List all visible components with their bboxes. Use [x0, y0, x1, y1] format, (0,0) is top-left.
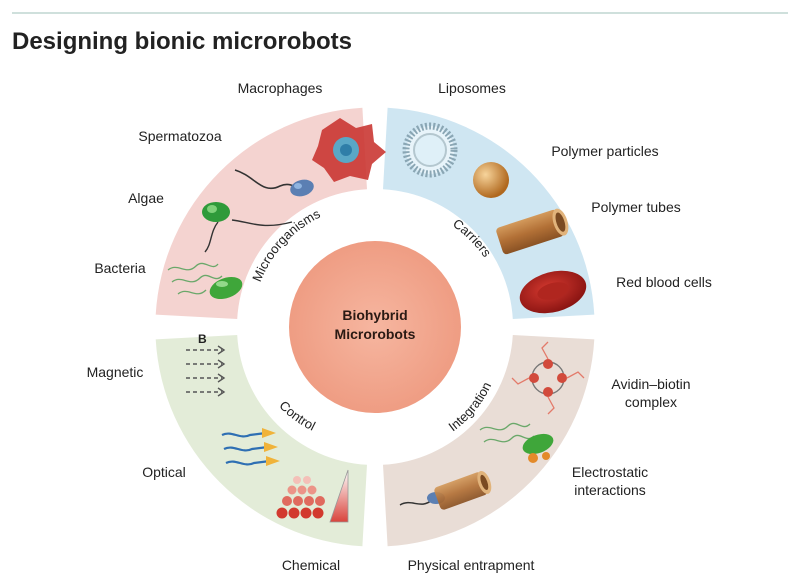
spermatozoon-icon: [234, 169, 314, 197]
magnetic-field-label: B: [198, 332, 207, 346]
label-avidin-biotin-line2: complex: [625, 394, 677, 410]
page-title: Designing bionic microrobots: [12, 28, 353, 55]
macrophage-icon: [312, 118, 386, 182]
label-macrophages: Macrophages: [238, 80, 323, 96]
quadrant-label-control-text: Control: [276, 398, 317, 434]
optical-icon: [221, 428, 280, 466]
top-divider: [12, 12, 788, 14]
label-polymer-tubes: Polymer tubes: [591, 199, 680, 215]
gradient-triangle: [329, 469, 349, 523]
label-electrostatic-line2: interactions: [574, 482, 646, 498]
label-avidin-biotin-line1: Avidin–biotin: [611, 376, 690, 392]
center-label-line2: Microrobots: [335, 326, 416, 342]
label-polymer-particles: Polymer particles: [551, 143, 658, 159]
bacterium-icon: [167, 262, 243, 300]
quadrant-label-control: Control: [276, 398, 317, 434]
polymer-tube-icon: [496, 208, 569, 255]
label-electrostatic-line1: Electrostatic: [572, 464, 648, 480]
center-circle: [289, 241, 461, 413]
label-liposomes: Liposomes: [438, 80, 506, 96]
label-chemical: Chemical: [282, 557, 340, 573]
label-optical: Optical: [142, 464, 186, 480]
chemical-particles: [276, 476, 325, 519]
alga-icon: [202, 202, 293, 253]
electrostatic-bacterium-icon: [479, 422, 554, 463]
label-algae: Algae: [128, 190, 164, 206]
polymer-particle-icon: [473, 162, 509, 198]
label-spermatozoa: Spermatozoa: [138, 128, 221, 144]
physical-entrapment-icon: [399, 470, 492, 510]
label-physical-entrapment: Physical entrapment: [408, 557, 535, 573]
liposome-icon: [402, 122, 458, 178]
label-bacteria: Bacteria: [94, 260, 146, 276]
label-magnetic: Magnetic: [87, 364, 144, 380]
chemical-gradient-icon: [276, 469, 349, 523]
avidin-biotin-icon: [511, 341, 585, 415]
center-label-line1: Biohybrid: [342, 307, 407, 323]
label-red-blood-cells: Red blood cells: [616, 274, 712, 290]
red-blood-cell-icon: [519, 270, 587, 314]
magnetic-field-icon: B: [186, 332, 226, 397]
